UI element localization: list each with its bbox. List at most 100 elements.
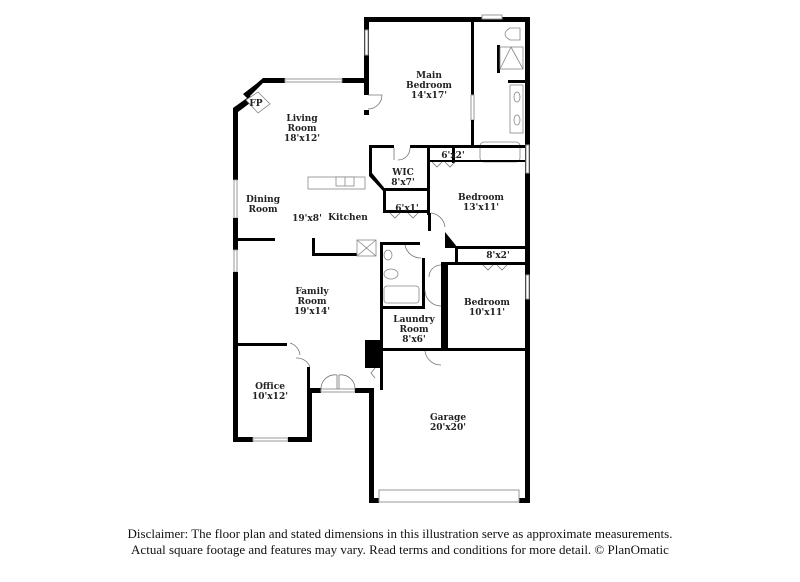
window [525,144,530,174]
toilet-icon [504,27,521,41]
wall [364,17,529,22]
wall [369,388,374,502]
bifold-door [431,161,456,168]
wall [428,213,431,231]
closet-label: 8'x2' [486,251,509,261]
wall [383,210,430,213]
wall [380,306,383,348]
wall [307,390,312,442]
wall [508,80,525,83]
wall [445,265,448,348]
sink-icon [513,91,521,103]
wall [380,348,425,351]
wall [312,253,357,256]
window [481,14,503,20]
sink-icon [383,249,393,261]
wall [525,17,530,502]
wall [369,173,386,210]
door-swing [404,244,422,259]
door-swing [393,147,411,161]
entry-door-sill [320,388,356,393]
disclaimer-line-1: Disclaimer: The floor plan and stated di… [127,526,673,541]
wall [288,437,311,442]
wall [233,272,238,442]
wall [364,87,369,95]
window [284,78,343,83]
closet-door [470,94,475,121]
wall [355,388,373,393]
door-swing [424,350,442,366]
wall [427,145,430,215]
window [233,249,238,273]
wall [380,242,420,245]
window [525,274,530,300]
wall [445,232,458,248]
entry-door-swing [320,374,356,390]
door-swing [370,367,376,379]
wall [307,388,321,393]
wall [312,238,315,256]
wall [410,145,525,148]
window [233,179,238,219]
door-swing [430,212,446,228]
wall [458,246,525,249]
sink-icon [513,114,521,126]
disclaimer-line-2: Actual square footage and features may v… [131,542,669,557]
window [364,29,369,56]
wall [238,343,287,346]
wall [471,20,474,95]
wall [380,345,383,390]
wall [342,78,369,83]
wall [233,437,253,442]
kitchen-dimensions: 19'x8' [292,214,322,224]
wall [519,498,530,503]
closet-label: 6'x2' [441,151,464,161]
wall [430,160,525,162]
toilet-icon [383,268,399,280]
window [252,437,289,442]
wall [364,110,369,115]
wall [380,242,383,307]
wall [233,218,238,250]
wall [374,348,525,351]
wall [455,246,458,264]
water-heater [365,340,381,368]
wall [263,78,285,83]
door-swing [428,264,442,278]
bathtub-icon [383,285,420,304]
room-kitchen: Kitchen [328,213,368,223]
door-swing [424,289,442,307]
bifold-door [389,212,419,219]
wall [380,306,425,309]
shower-icon [499,46,524,70]
fireplace [245,91,271,114]
closet-label: 6'x1' [395,204,418,214]
bifold-door [482,264,508,271]
wall [452,145,455,163]
wall [497,45,500,73]
wall [238,238,275,241]
wall [471,120,474,145]
wall [233,78,263,180]
wall [422,258,425,308]
wall [369,498,379,503]
double-door-swing [289,342,311,368]
wall [369,145,372,175]
wall [383,188,430,191]
garage-door [378,489,520,503]
wall [369,145,394,148]
wall [445,262,525,265]
door-swing [367,94,383,110]
fireplace-label: FP [249,99,262,109]
